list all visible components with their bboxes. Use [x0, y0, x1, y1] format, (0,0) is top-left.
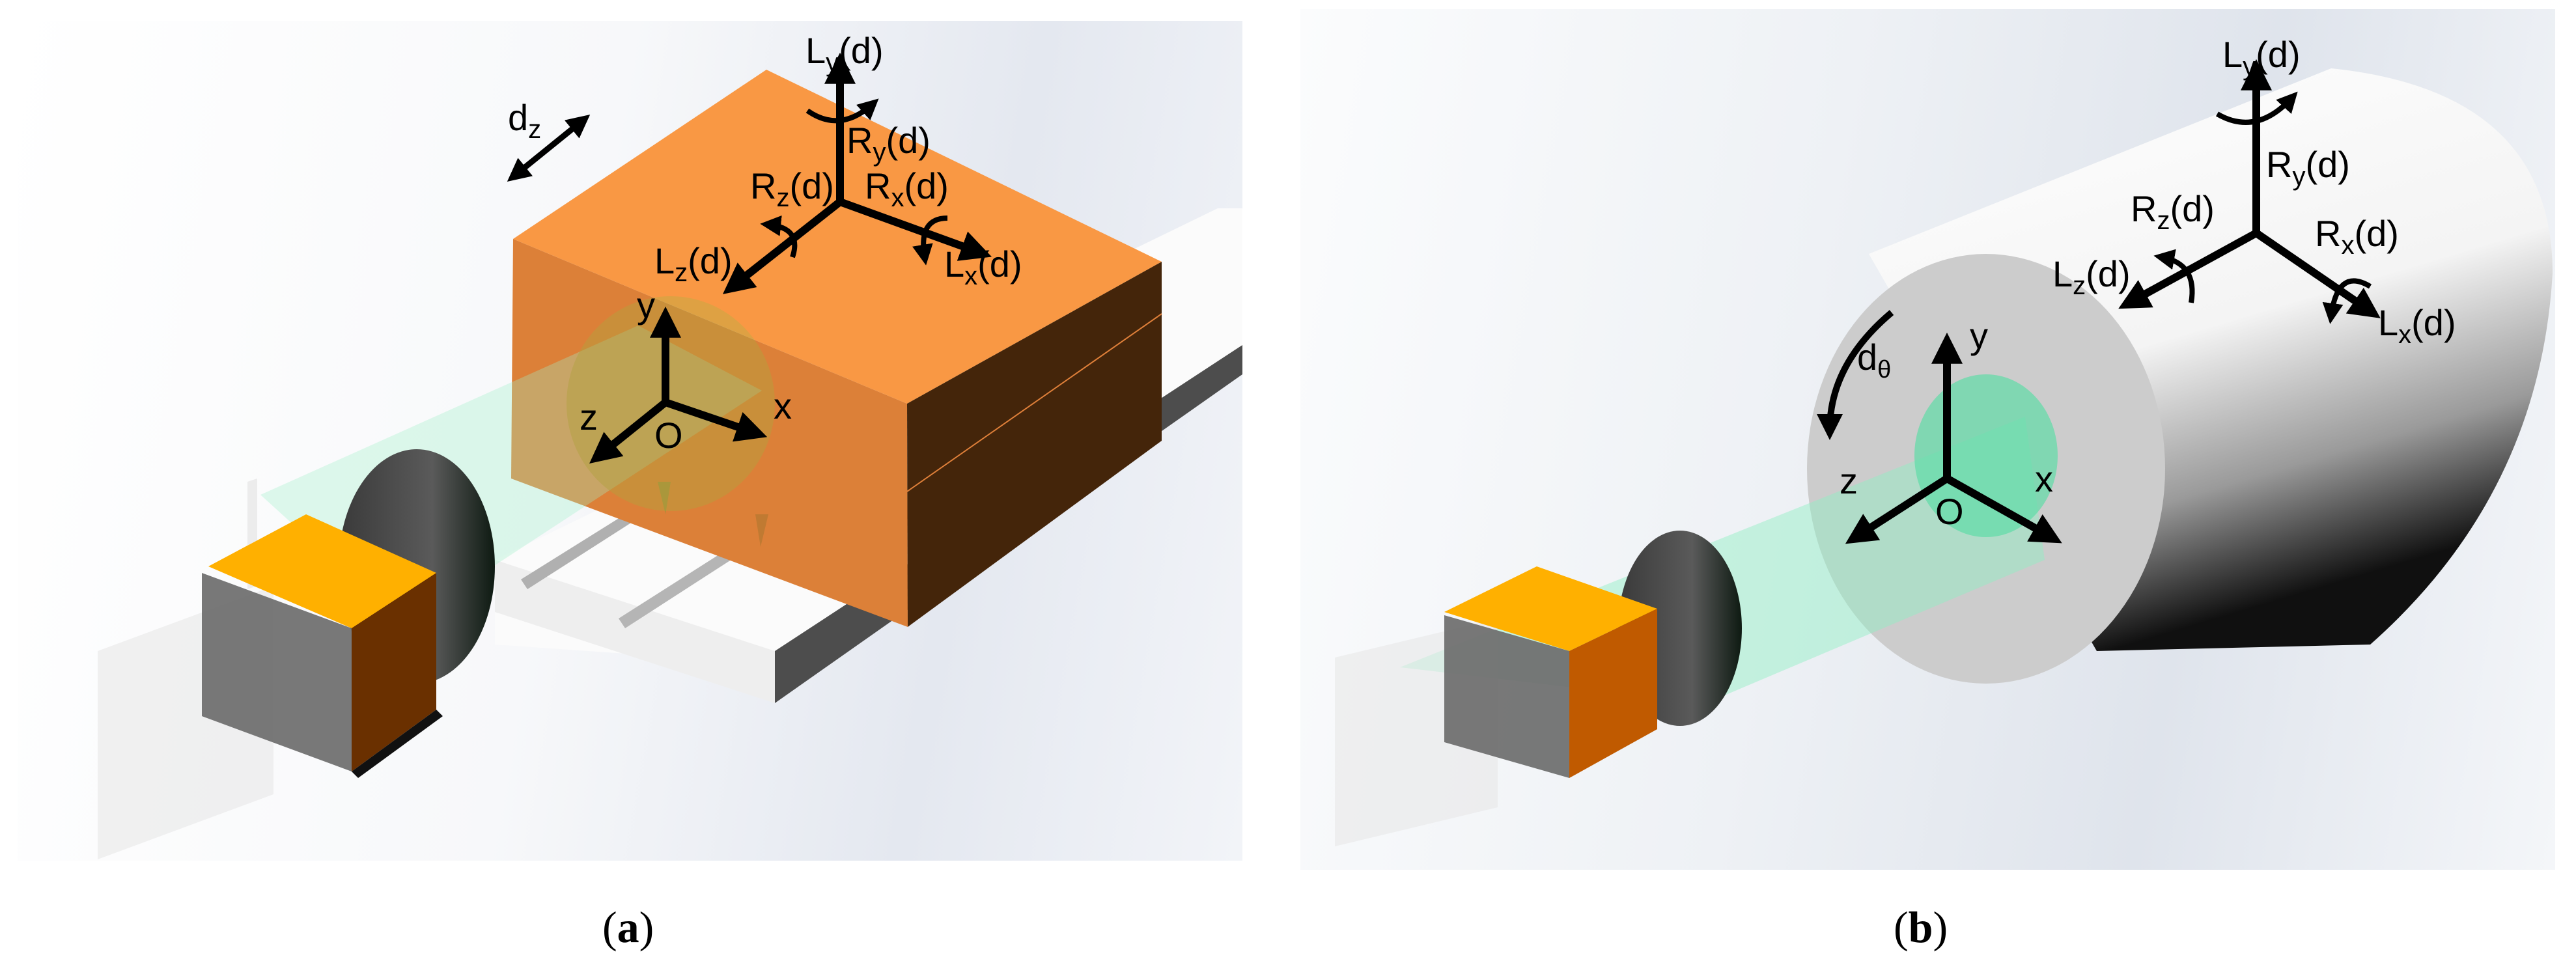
label-Rz: Rz(d) — [750, 165, 834, 212]
Lx-arrow-icon — [838, 198, 992, 261]
box-side-face — [907, 262, 1162, 627]
dz-double-arrow-icon — [507, 114, 591, 182]
z-axis-arrow-icon — [589, 399, 668, 464]
camera-top-face — [1444, 566, 1657, 651]
camera-side-face — [1569, 609, 1657, 778]
label-Lz: Lz(d) — [2052, 253, 2131, 300]
camera-front-face — [1444, 615, 1569, 778]
Rx-rotation-icon — [912, 215, 948, 266]
label-dtheta: dθ — [1857, 337, 1891, 383]
object-frame-axes — [2118, 59, 2381, 324]
camera-frame-axes — [589, 306, 768, 464]
Rx-rotation-icon — [2322, 278, 2372, 324]
axis-label-x: x — [2035, 458, 2053, 499]
label-Lz: Lz(d) — [654, 240, 733, 287]
label-Ry: Ry(d) — [847, 120, 931, 167]
Ry-rotation-icon — [805, 98, 879, 124]
Rz-rotation-icon — [2153, 249, 2195, 303]
box-front-face — [511, 239, 908, 627]
Lz-arrow-icon — [722, 199, 843, 294]
z-axis-arrow-icon — [1845, 475, 1950, 544]
label-Rx: Rx(d) — [865, 165, 949, 212]
Rz-rotation-icon — [760, 215, 798, 258]
camera — [1335, 531, 1742, 846]
box-top-face — [513, 70, 1162, 404]
panel-a-illustration: y x z O Ly(d) Ry(d) Rz(d) Rx(d) Lz(d) Lx… — [98, 30, 1242, 859]
orange-box-object — [511, 70, 1162, 627]
x-axis-arrow-icon — [1945, 475, 2062, 544]
label-Rx: Rx(d) — [2315, 213, 2399, 260]
camera-top-face — [208, 514, 436, 628]
label-Ly: Ly(d) — [2222, 34, 2301, 81]
label-Rz: Rz(d) — [2131, 188, 2215, 235]
camera-frame-axes — [1817, 310, 2062, 544]
origin-label: O — [654, 415, 683, 456]
axis-label-z: z — [580, 396, 598, 437]
object-frame-axes — [722, 52, 992, 294]
camera-front-face — [202, 573, 352, 771]
caption-a: (a) — [602, 902, 654, 952]
caption-b: (b) — [1894, 902, 1948, 952]
x-axis-arrow-icon — [664, 398, 768, 442]
origin-label: O — [1935, 491, 1964, 532]
axis-label-y: y — [637, 285, 655, 326]
camera — [98, 449, 495, 859]
Lx-arrow-icon — [2254, 230, 2381, 318]
label-Ly: Ly(d) — [805, 30, 884, 77]
panel-a-box-scene: y x z O Ly(d) Ry(d) Rz(d) Rx(d) Lz(d) Lx… — [18, 21, 1242, 861]
axis-label-x: x — [774, 385, 792, 426]
label-Lx: Lx(d) — [2378, 302, 2456, 349]
dtheta-rotation-icon — [1817, 310, 1894, 440]
label-Ry: Ry(d) — [2266, 144, 2350, 191]
camera-side-face — [352, 573, 436, 771]
Ry-rotation-icon — [2215, 91, 2298, 125]
panel-b-cylinder-scene: y x z O dθ Ly(d) Ry(d) Rz(d) Rx(d) Lz(d)… — [1300, 9, 2555, 870]
Lz-arrow-icon — [2118, 229, 2258, 309]
label-Lx: Lx(d) — [944, 243, 1022, 290]
axis-label-z: z — [1840, 460, 1858, 501]
label-dz: dz — [508, 97, 541, 144]
axis-label-y: y — [1970, 315, 1988, 356]
panel-b-illustration: y x z O dθ Ly(d) Ry(d) Rz(d) Rx(d) Lz(d)… — [1335, 34, 2553, 846]
